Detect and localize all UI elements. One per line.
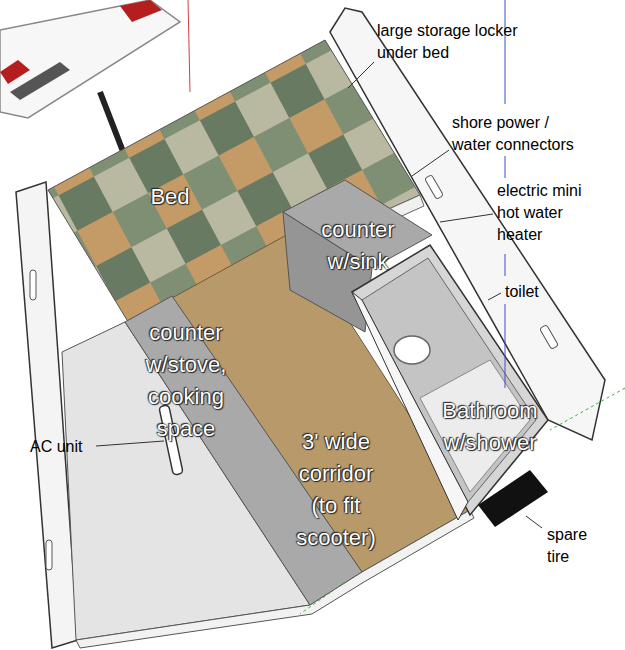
wall-slot [30, 270, 36, 300]
room-area: Bathroom w/shower [426, 393, 554, 461]
room-label: 3' wide corridor (to fit scooter) [288, 426, 384, 554]
axis-line [188, 0, 190, 92]
wall-slot [46, 540, 52, 570]
room-area: Bed [130, 179, 210, 215]
callout-label: shore power / water connectors [452, 112, 592, 156]
room-label: counter w/sink [300, 214, 416, 278]
spare-tire [478, 470, 548, 527]
callout-label: large storage locker under bed [377, 20, 522, 64]
room-area: 3' wide corridor (to fit scooter) [286, 424, 386, 556]
wall-slot [540, 325, 559, 350]
leader-line [96, 62, 542, 528]
callout-label: toilet [505, 281, 565, 303]
callout-label: electric mini hot water heater [497, 180, 602, 246]
room-area: counter w/stove, cooking space [129, 315, 244, 447]
room-label: Bed [132, 181, 208, 213]
room-label: counter w/stove, cooking space [131, 317, 242, 445]
floor-edge [76, 510, 474, 648]
tow-vehicle [0, 0, 180, 118]
callout-label: spare tire [547, 524, 599, 568]
wall-slot [425, 175, 444, 200]
callout-label: AC unit [30, 436, 100, 458]
room-area: counter w/sink [298, 212, 418, 280]
toilet-bowl [394, 336, 430, 364]
room-label: Bathroom w/shower [428, 395, 552, 459]
